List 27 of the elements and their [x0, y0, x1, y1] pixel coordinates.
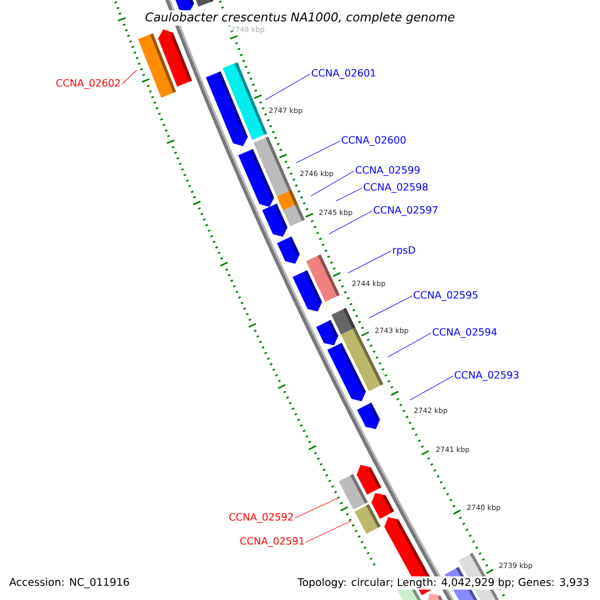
leader-line [336, 188, 362, 202]
gene-label: CCNA_02597 [374, 206, 438, 216]
gene-label: CCNA_02595 [414, 291, 478, 301]
gene-label: CCNA_02601 [312, 69, 376, 79]
gene-label: CCNA_02591 [240, 537, 304, 547]
gene-label: CCNA_02593 [454, 371, 518, 381]
leader-line [348, 250, 392, 274]
gene-label: CCNA_02592 [229, 513, 293, 523]
leader-line [264, 74, 310, 100]
genome-info-text: Topology: circular; Length: 4,042,929 bp; Genes: 3,933 [296, 576, 591, 590]
leader-line [388, 332, 432, 358]
gene-label: CCNA_02602 [56, 79, 120, 89]
leader-line [296, 140, 340, 164]
leader-line [294, 498, 338, 518]
leader-line [368, 296, 412, 318]
gene-label: rpsD [393, 246, 415, 256]
leader-line [410, 376, 454, 400]
gene-label: CCNA_02599 [356, 166, 420, 176]
leader-line [306, 520, 352, 542]
leader-line [328, 210, 372, 234]
gene-label: CCNA_02600 [342, 136, 406, 146]
title: Caulobacter crescentus NA1000, complete genome [143, 10, 457, 26]
gene-label: CCNA_02598 [364, 183, 428, 193]
leader-line [122, 70, 138, 84]
leader-line [310, 170, 354, 196]
accession-text: Accession: NC_011916 [9, 578, 129, 588]
gene-label: CCNA_02594 [432, 328, 497, 338]
